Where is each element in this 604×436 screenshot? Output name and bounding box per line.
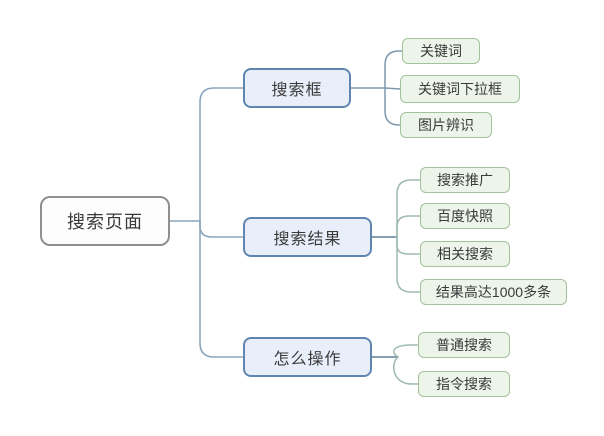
leaf-node-label: 搜索推广 <box>437 172 493 188</box>
leaf-node-label: 普通搜索 <box>436 337 492 353</box>
leaf-node-keyword[interactable]: 关键词 <box>402 38 480 64</box>
branch-node-label: 搜索结果 <box>273 231 342 248</box>
branch-node-how-to-operate[interactable]: 怎么操作 <box>243 337 372 377</box>
branch-node-search-results[interactable]: 搜索结果 <box>243 217 372 257</box>
leaf-node-baidu-snapshot[interactable]: 百度快照 <box>420 203 510 229</box>
leaf-node-label: 结果高达1000多条 <box>435 284 552 300</box>
branch-node-label: 怎么操作 <box>273 351 342 368</box>
leaf-node-label: 相关搜索 <box>437 246 493 262</box>
root-node[interactable]: 搜索页面 <box>40 196 170 246</box>
leaf-node-command-search[interactable]: 指令搜索 <box>418 371 510 397</box>
branch-node-search-box[interactable]: 搜索框 <box>243 68 351 108</box>
leaf-node-label: 关键词下拉框 <box>418 81 502 97</box>
leaf-node-image-recognition[interactable]: 图片辨识 <box>400 112 492 138</box>
leaf-node-normal-search[interactable]: 普通搜索 <box>418 332 510 358</box>
leaf-node-label: 图片辨识 <box>418 117 474 133</box>
leaf-node-related-search[interactable]: 相关搜索 <box>420 241 510 267</box>
root-node-label: 搜索页面 <box>67 212 143 232</box>
leaf-node-search-promotion[interactable]: 搜索推广 <box>420 167 510 193</box>
branch-node-label: 搜索框 <box>271 82 323 99</box>
leaf-node-results-over-1000[interactable]: 结果高达1000多条 <box>420 279 567 305</box>
leaf-node-label: 指令搜索 <box>436 376 492 392</box>
leaf-node-keyword-dropdown[interactable]: 关键词下拉框 <box>400 75 520 103</box>
leaf-node-label: 关键词 <box>420 43 462 59</box>
leaf-node-label: 百度快照 <box>437 208 493 224</box>
